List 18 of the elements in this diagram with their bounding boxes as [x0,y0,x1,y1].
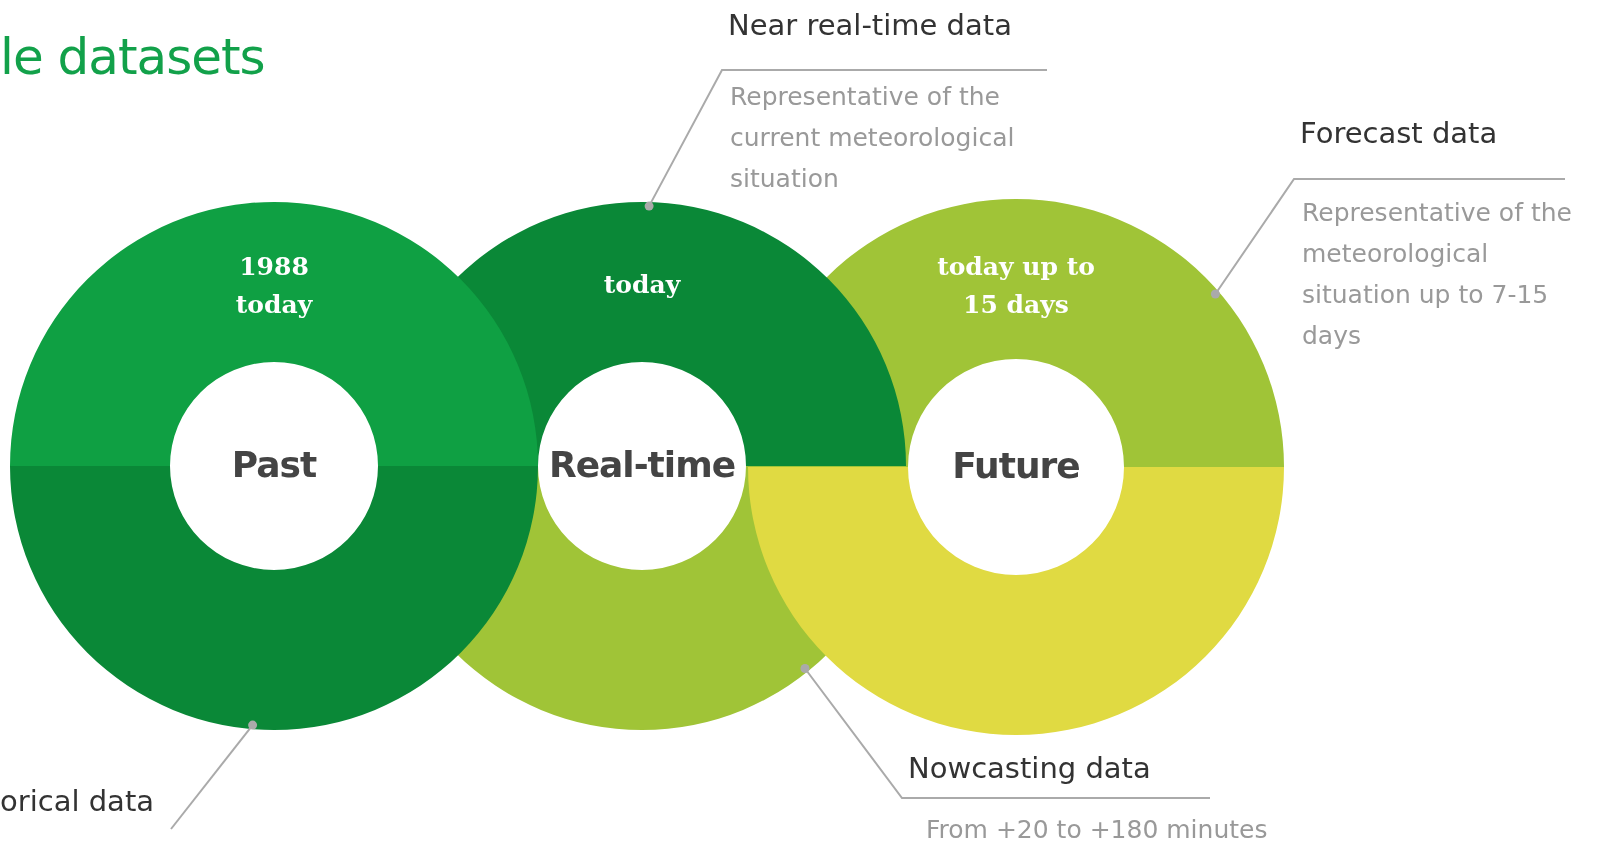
title: le datasets [0,28,265,86]
heading: Near real-time data [728,7,1012,44]
heading: Forecast data [1300,115,1498,152]
period-label: today [602,269,682,301]
leader-line [170,720,258,830]
center-label: Future [951,444,1081,488]
leader-line [644,69,1048,211]
center-label: Real-time [547,443,737,487]
center-label: Past [230,443,318,487]
heading: Nowcasting data [908,750,1151,787]
period-label: 1988 today [234,251,314,321]
heading: orical data [0,783,155,820]
leader-line [1210,178,1566,299]
description: Representative of the meteorological situation up to 7-15 days [1302,197,1573,352]
description: Representative of the current meteorological situation [730,81,1016,195]
period-label: today up to 15 days [936,251,1096,321]
description: From +20 to +180 minutes [926,814,1269,846]
leader-line [800,664,1211,799]
